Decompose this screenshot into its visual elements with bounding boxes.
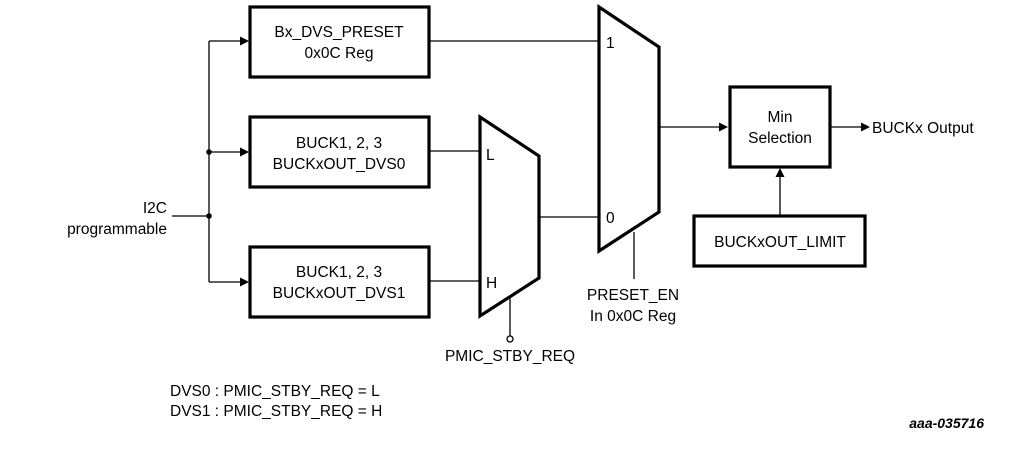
block-output-wires: [430, 40, 599, 282]
arrow-head-icon: [240, 147, 249, 157]
input-label-programmable: programmable: [67, 221, 167, 238]
block-preset-line2: 0x0C Reg: [305, 45, 374, 62]
arrow-head-icon: [240, 277, 249, 287]
junction-dot: [206, 149, 212, 155]
block-min-line2: Selection: [748, 130, 812, 147]
junction-dot: [206, 213, 212, 219]
block-buckxout-limit: BUCKxOUT_LIMIT: [692, 168, 867, 268]
figure-id: aaa-035716: [909, 415, 984, 431]
mux-dvs-input-l: L: [486, 147, 495, 164]
legend-dvs0: DVS0 : PMIC_STBY_REQ = L: [170, 383, 380, 400]
block-buckxout-dvs0: BUCK1, 2, 3 BUCKxOUT_DVS0: [248, 115, 431, 189]
mux-preset-input-1: 1: [606, 35, 615, 52]
block-limit-label: BUCKxOUT_LIMIT: [714, 234, 846, 251]
arrow-head-icon: [861, 122, 870, 132]
mux-dvs-input-h: H: [486, 275, 497, 292]
inverted-input-bubble-icon: [506, 335, 514, 343]
block-dvs0-line2: BUCKxOUT_DVS0: [273, 156, 406, 173]
legend-dvs1: DVS1 : PMIC_STBY_REQ = H: [170, 403, 382, 420]
arrow-head-icon: [775, 168, 785, 177]
block-min-line1: Min: [768, 109, 793, 126]
mux-to-min-wire: [660, 122, 728, 132]
output-signal: BUCKx Output: [831, 120, 974, 137]
block-dvs1-line1: BUCK1, 2, 3: [296, 264, 382, 281]
block-buckxout-dvs1: BUCK1, 2, 3 BUCKxOUT_DVS1: [248, 245, 431, 319]
block-preset-line1: Bx_DVS_PRESET: [274, 24, 404, 41]
arrow-head-icon: [719, 122, 728, 132]
output-label: BUCKx Output: [872, 120, 974, 137]
mux-dvs-select: L H PMIC_STBY_REQ: [445, 114, 575, 365]
block-dvs0-line1: BUCK1, 2, 3: [296, 135, 382, 152]
mux-preset-select: 1 0 PRESET_EN In 0x0C Reg: [587, 4, 679, 325]
mux-preset-select-line1: PRESET_EN: [587, 287, 679, 304]
mux-preset-select-line2: In 0x0C Reg: [590, 308, 676, 325]
input-bus: [172, 36, 249, 287]
arrow-head-icon: [240, 36, 249, 46]
block-dvs1-line2: BUCKxOUT_DVS1: [273, 285, 406, 302]
input-label-i2c: I2C: [143, 200, 167, 217]
block-min-selection: Min Selection: [728, 85, 832, 169]
mux-dvs-select-label: PMIC_STBY_REQ: [445, 348, 575, 365]
block-bx-dvs-preset: Bx_DVS_PRESET 0x0C Reg: [248, 5, 431, 79]
mux-preset-input-0: 0: [606, 210, 615, 227]
